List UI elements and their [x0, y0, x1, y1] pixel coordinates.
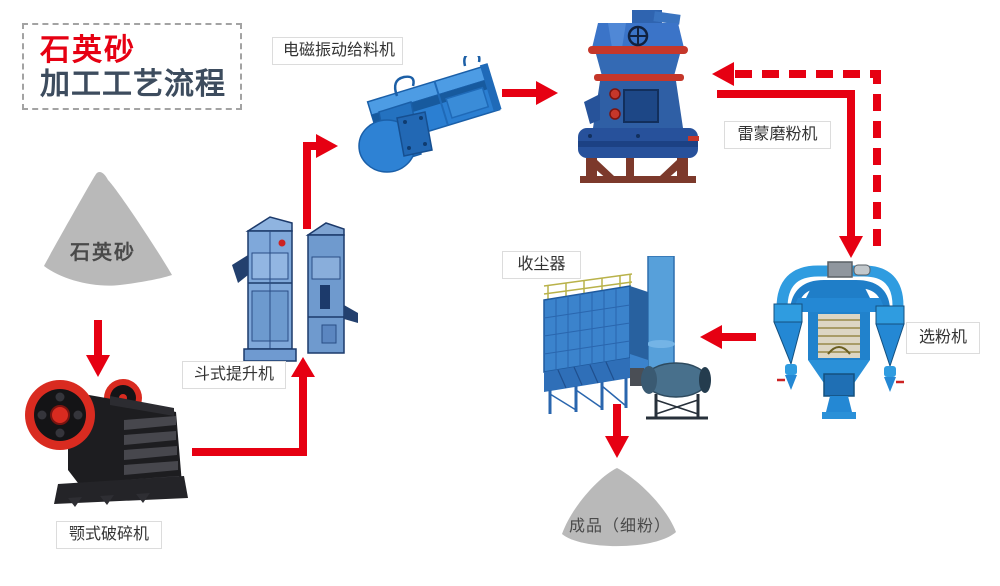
elevator-label: 斗式提升机	[182, 361, 286, 389]
vibrating-feeder-image	[358, 56, 502, 173]
jaw-crusher-image	[25, 379, 188, 507]
feeder-label: 电磁振动给料机	[272, 37, 403, 65]
dust-collector-label: 收尘器	[502, 251, 581, 279]
dust-collector-image	[543, 256, 711, 420]
quartz-pile	[44, 172, 172, 286]
product-pile	[562, 468, 676, 547]
powder-classifier-image	[773, 261, 905, 419]
product-pile-label: 成品（细粉）	[568, 518, 671, 535]
title-line1: 石英砂	[40, 34, 136, 67]
classifier-label: 选粉机	[906, 322, 980, 354]
bucket-elevator-image	[232, 216, 358, 362]
quartz-pile-label: 石英砂	[70, 242, 136, 264]
mill-label: 雷蒙磨粉机	[724, 121, 831, 149]
raymond-mill-image	[578, 10, 699, 183]
title-line2: 加工工艺流程	[40, 68, 226, 101]
title-box: 石英砂 加工工艺流程	[22, 23, 242, 110]
crusher-label: 颚式破碎机	[56, 521, 162, 549]
